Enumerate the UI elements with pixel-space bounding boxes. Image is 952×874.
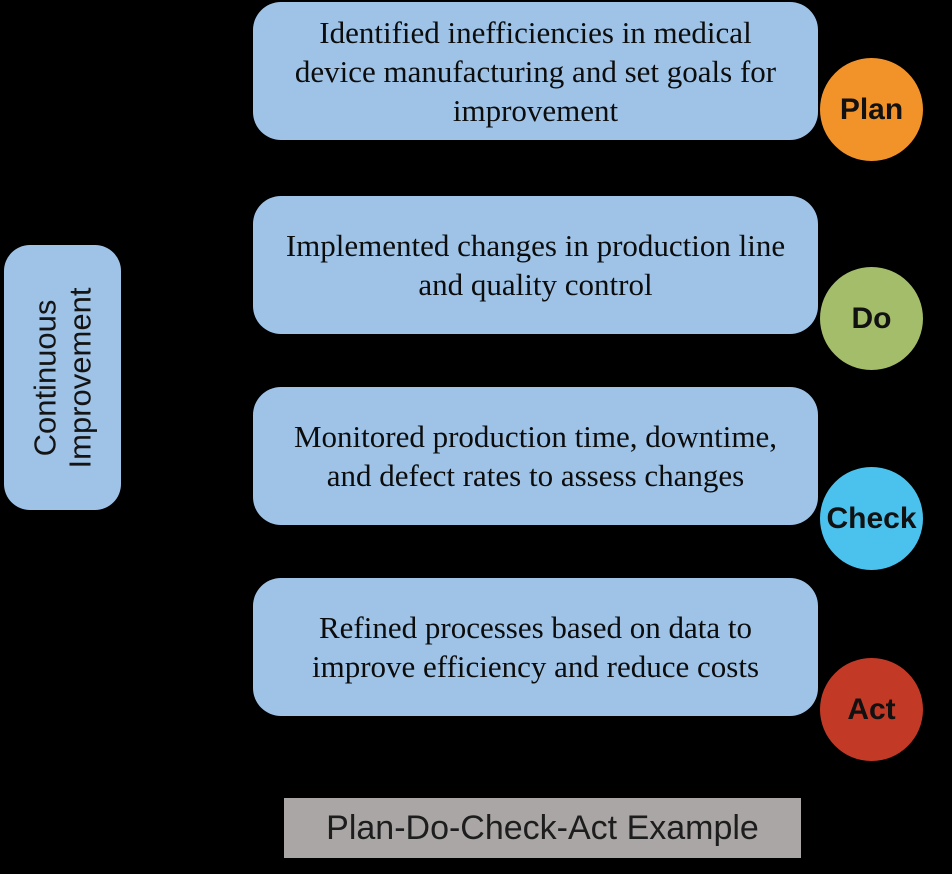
- step-text-line: Monitored production time, downtime,: [293, 419, 777, 454]
- step-text-line: and quality control: [418, 267, 653, 302]
- continuous-improvement-box: Continuous Improvement: [4, 245, 121, 510]
- step-text-line: and defect rates to assess changes: [326, 458, 745, 493]
- step-text-line: improvement: [452, 92, 619, 128]
- footer-title-bar: Plan-Do-Check-Act Example: [284, 798, 801, 858]
- do-badge-label: Do: [851, 301, 892, 335]
- plan-badge-label: Plan: [839, 92, 904, 126]
- check-step-box: Monitored production time, downtime, and…: [253, 387, 818, 525]
- check-badge: Check: [820, 467, 923, 570]
- diagram-title: Plan-Do-Check-Act Example: [326, 808, 759, 847]
- act-step-box: Refined processes based on data to impro…: [253, 578, 818, 716]
- check-badge-label: Check: [826, 501, 917, 535]
- step-text-line: Refined processes based on data to: [318, 610, 752, 645]
- plan-step-text: Identified inefficiencies in medical dev…: [295, 13, 776, 130]
- plan-badge: Plan: [820, 58, 923, 161]
- continuous-improvement-label: Continuous Improvement: [26, 287, 97, 468]
- do-step-box: Implemented changes in production line a…: [253, 196, 818, 334]
- plan-step-box: Identified inefficiencies in medical dev…: [253, 2, 818, 140]
- act-badge: Act: [820, 658, 923, 761]
- do-badge: Do: [820, 267, 923, 370]
- step-text-line: Identified inefficiencies in medical: [319, 14, 752, 50]
- check-step-text: Monitored production time, downtime, and…: [294, 417, 777, 495]
- step-text-line: Implemented changes in production line: [285, 228, 786, 263]
- act-step-text: Refined processes based on data to impro…: [312, 608, 759, 686]
- act-badge-label: Act: [847, 692, 896, 726]
- step-text-line: device manufacturing and set goals for: [294, 53, 777, 89]
- step-text-line: improve efficiency and reduce costs: [311, 649, 760, 684]
- do-step-text: Implemented changes in production line a…: [286, 226, 785, 304]
